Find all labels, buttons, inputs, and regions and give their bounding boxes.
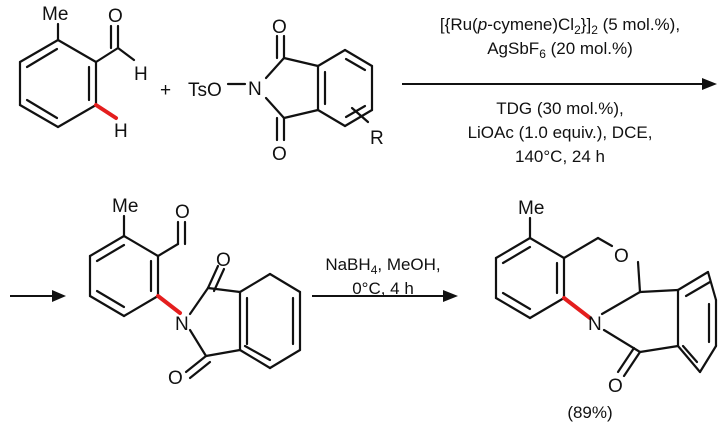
new-cn-bond-highlight bbox=[156, 294, 182, 315]
product-carbonyl-oxygen: O bbox=[608, 376, 623, 397]
product-yield: (89%) bbox=[567, 403, 612, 422]
step1-base: LiOAc (1.0 equiv.), DCE, bbox=[468, 123, 653, 142]
nitrogen-label: N bbox=[248, 79, 262, 100]
product: Me O N O (89%) bbox=[494, 198, 718, 422]
step2-reagent: NaBH4, MeOH, bbox=[325, 255, 440, 277]
intermediate: Me O N O O bbox=[88, 196, 302, 389]
step1-arrow bbox=[402, 78, 717, 90]
product-ring-oxygen: O bbox=[614, 246, 629, 267]
intermediate-nitrogen: N bbox=[175, 314, 189, 335]
methyl-label: Me bbox=[42, 4, 68, 25]
ortho-ch-bond-highlight bbox=[94, 103, 118, 120]
plus-sign: + bbox=[160, 80, 171, 101]
intermediate-carbonyl-oxygen: O bbox=[175, 202, 190, 223]
substituent-r-label: R bbox=[370, 128, 384, 149]
tso-label: TsO bbox=[188, 80, 222, 101]
bottom-oxygen-label: O bbox=[272, 144, 287, 165]
step2-arrowhead bbox=[443, 290, 458, 302]
step2-temperature: 0°C, 4 h bbox=[352, 279, 414, 298]
reactant-aldehyde: Me O H H bbox=[18, 4, 148, 142]
step1-temperature: 140°C, 24 h bbox=[515, 147, 605, 166]
step1-tdg: TDG (30 mol.%), bbox=[496, 99, 624, 118]
continuation-arrow bbox=[10, 290, 66, 302]
product-cn-bond-highlight bbox=[562, 296, 592, 320]
intermediate-top-oxygen: O bbox=[216, 250, 231, 271]
step1-additive: AgSbF6 (20 mol.%) bbox=[487, 39, 633, 61]
ortho-hydrogen-label: H bbox=[114, 121, 128, 142]
step1-catalyst: [{Ru(p-cymene)Cl2}]2 (5 mol.%), bbox=[440, 15, 680, 37]
product-nitrogen: N bbox=[588, 314, 602, 335]
intermediate-bottom-oxygen: O bbox=[168, 368, 183, 389]
intermediate-bonds bbox=[88, 214, 302, 380]
carbonyl-oxygen-label: O bbox=[108, 6, 123, 27]
aldehyde-hydrogen-label: H bbox=[134, 64, 148, 85]
top-oxygen-label: O bbox=[272, 17, 287, 38]
phthalimide-bonds bbox=[226, 34, 374, 142]
aldehyde-ring bbox=[18, 22, 136, 129]
reactant-phthalimide: TsO N O O R bbox=[188, 17, 384, 165]
step2-arrow bbox=[312, 290, 458, 302]
product-bonds bbox=[494, 216, 718, 378]
product-methyl-label: Me bbox=[518, 198, 544, 219]
step1-arrowhead bbox=[702, 78, 717, 90]
intermediate-methyl-label: Me bbox=[112, 196, 138, 217]
